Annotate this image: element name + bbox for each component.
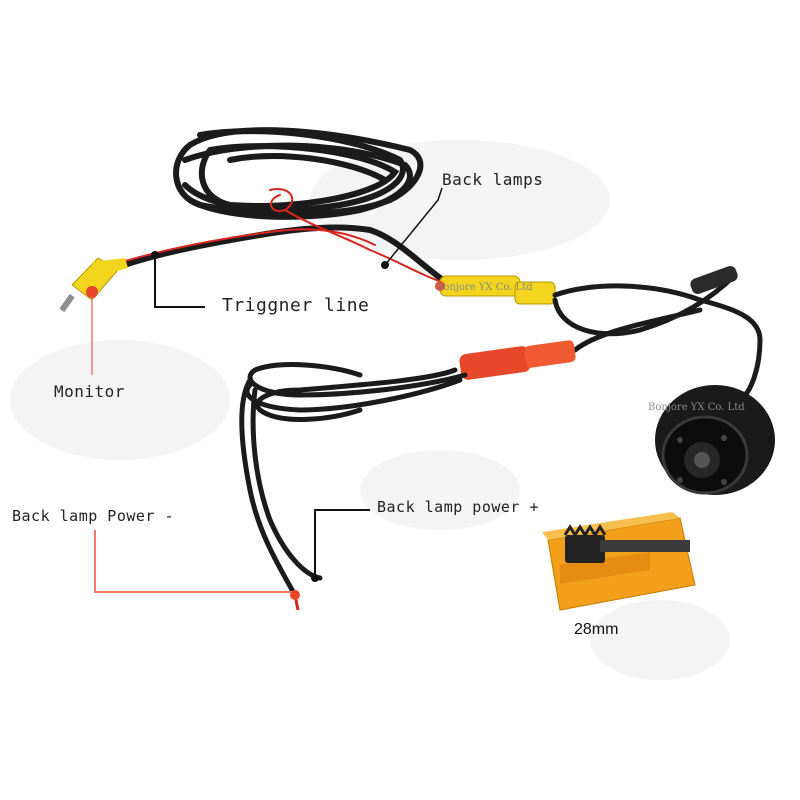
label-monitor: Monitor: [54, 382, 125, 401]
camera-cable: [552, 272, 763, 398]
hole-saw-box: [542, 512, 696, 611]
rca-red-connector-icon: [459, 340, 576, 380]
camera-plug: [690, 265, 738, 295]
label-back-lamp-power-minus: Back lamp Power -: [12, 507, 175, 525]
coiled-cable-top: [173, 127, 424, 220]
watermark-primary: Bonjore YX Co. Ltd: [436, 282, 533, 293]
camera-icon: [655, 385, 775, 495]
label-back-lamps: Back lamps: [442, 170, 544, 189]
coiled-cable-lower: [239, 362, 468, 598]
label-trigger-line: Triggner line: [222, 295, 370, 316]
rca-yellow-connector-icon: [59, 257, 128, 313]
label-back-lamp-power-plus: Back lamp power +: [377, 498, 540, 516]
background-shading: [10, 140, 730, 680]
rca-yellow-coupler: [435, 275, 556, 305]
label-hole-saw-size: 28mm: [574, 621, 619, 638]
watermark-secondary: Bonjore YX Co. Ltd: [648, 402, 745, 413]
pointer-lines: [86, 187, 443, 600]
hole-saw-icon: [563, 524, 690, 563]
